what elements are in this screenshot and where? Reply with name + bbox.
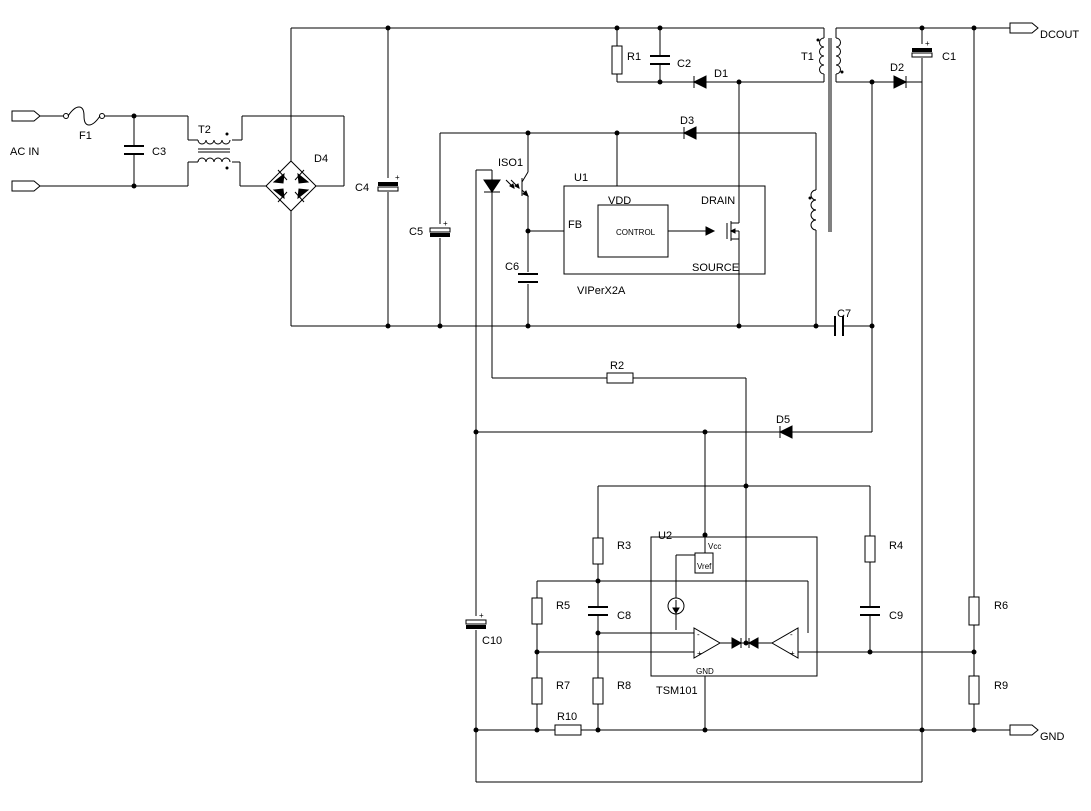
- svg-text:+: +: [697, 649, 702, 658]
- d2-label: D2: [890, 62, 904, 74]
- u1-part-label: VIPerX2A: [577, 285, 626, 297]
- ic-u2-tsm101: - + - +: [650, 535, 818, 677]
- c3-label: C3: [152, 146, 166, 158]
- r8-label: R8: [617, 680, 631, 692]
- resistor-r1: [611, 45, 623, 75]
- svg-text:+: +: [443, 219, 448, 228]
- transformer-t2: [197, 132, 231, 170]
- c5-label: C5: [409, 226, 423, 238]
- capacitor-c8: [588, 606, 608, 616]
- c2-label: C2: [677, 58, 691, 70]
- r5-label: R5: [556, 600, 570, 612]
- diode-d5: [778, 425, 793, 439]
- transformer-t1: [808, 37, 844, 232]
- resistor-r8: [592, 677, 604, 705]
- r2-label: R2: [610, 360, 624, 372]
- c1-label: C1: [942, 51, 956, 63]
- u2-vref-label: Vref: [697, 562, 712, 571]
- capacitor-c4: +: [377, 173, 400, 192]
- f1-label: F1: [79, 130, 92, 142]
- capacitor-c2: [650, 55, 670, 65]
- u1-drain-label: DRAIN: [701, 195, 735, 207]
- c7-label: C7: [837, 308, 851, 320]
- r7-label: R7: [556, 680, 570, 692]
- resistor-r3: [592, 537, 604, 565]
- r9-label: R9: [994, 680, 1008, 692]
- capacitor-c10: +: [465, 611, 487, 629]
- junction-dots: [131, 25, 977, 733]
- dcout-label: DCOUT: [1040, 29, 1079, 41]
- u2-ref-label: U2: [658, 530, 672, 542]
- u2-vcc-label: Vcc: [708, 542, 721, 551]
- gnd-label: GND: [1040, 731, 1065, 743]
- capacitor-c1: +: [911, 39, 933, 58]
- c4-label: C4: [355, 182, 369, 194]
- gnd-port: [1009, 724, 1039, 736]
- u1-ref-label: U1: [574, 172, 588, 184]
- d4-label: D4: [314, 153, 328, 165]
- ac-in-port-bottom: [11, 180, 41, 192]
- resistor-r5: [531, 597, 543, 625]
- r10-label: R10: [557, 711, 577, 723]
- ac-in-label: AC IN: [10, 146, 39, 158]
- bridge-rectifier-d4: [265, 160, 317, 212]
- ic-u1-viperx2a: [563, 185, 766, 275]
- diode-d3: [682, 126, 697, 140]
- c6-label: C6: [505, 261, 519, 273]
- t2-label: T2: [198, 124, 211, 136]
- d1-label: D1: [714, 68, 728, 80]
- svg-text:-: -: [790, 630, 793, 639]
- fuse-f1: [63, 106, 105, 126]
- resistor-r9: [968, 675, 980, 705]
- u1-control-label: CONTROL: [616, 228, 656, 237]
- capacitor-c9: [860, 606, 880, 616]
- svg-text:+: +: [790, 649, 795, 658]
- u2-part-label: TSM101: [656, 685, 698, 697]
- svg-text:-: -: [697, 630, 700, 639]
- resistor-r10: [554, 724, 582, 736]
- optocoupler-iso1: [476, 169, 529, 197]
- resistor-r4: [864, 535, 876, 563]
- resistor-r2: [606, 372, 634, 384]
- u2-gnd-label: GND: [696, 667, 714, 676]
- dcout-port: [1009, 22, 1039, 34]
- r3-label: R3: [617, 540, 631, 552]
- capacitor-c5: +: [429, 219, 451, 237]
- capacitor-c7: [834, 316, 844, 336]
- r4-label: R4: [889, 540, 903, 552]
- r6-label: R6: [994, 600, 1008, 612]
- d3-label: D3: [680, 115, 694, 127]
- iso1-label: ISO1: [498, 157, 523, 169]
- t1-label: T1: [801, 51, 814, 63]
- c9-label: C9: [889, 610, 903, 622]
- capacitor-c3: [124, 145, 144, 155]
- diode-d2: [893, 75, 908, 89]
- resistor-r7: [531, 677, 543, 705]
- ac-in-port-top: [11, 110, 41, 122]
- diode-d1: [692, 75, 707, 89]
- capacitor-c6: [518, 273, 538, 283]
- c10-label: C10: [482, 635, 502, 647]
- u1-source-label: SOURCE: [692, 262, 739, 274]
- d5-label: D5: [776, 414, 790, 426]
- r1-label: R1: [627, 51, 641, 63]
- wires: [40, 27, 1010, 783]
- c8-label: C8: [617, 610, 631, 622]
- svg-text:+: +: [479, 611, 484, 620]
- svg-text:+: +: [395, 173, 400, 182]
- u1-fb-label: FB: [568, 219, 582, 231]
- resistor-r6: [968, 596, 980, 626]
- svg-text:+: +: [925, 39, 930, 48]
- u1-vdd-label: VDD: [608, 195, 631, 207]
